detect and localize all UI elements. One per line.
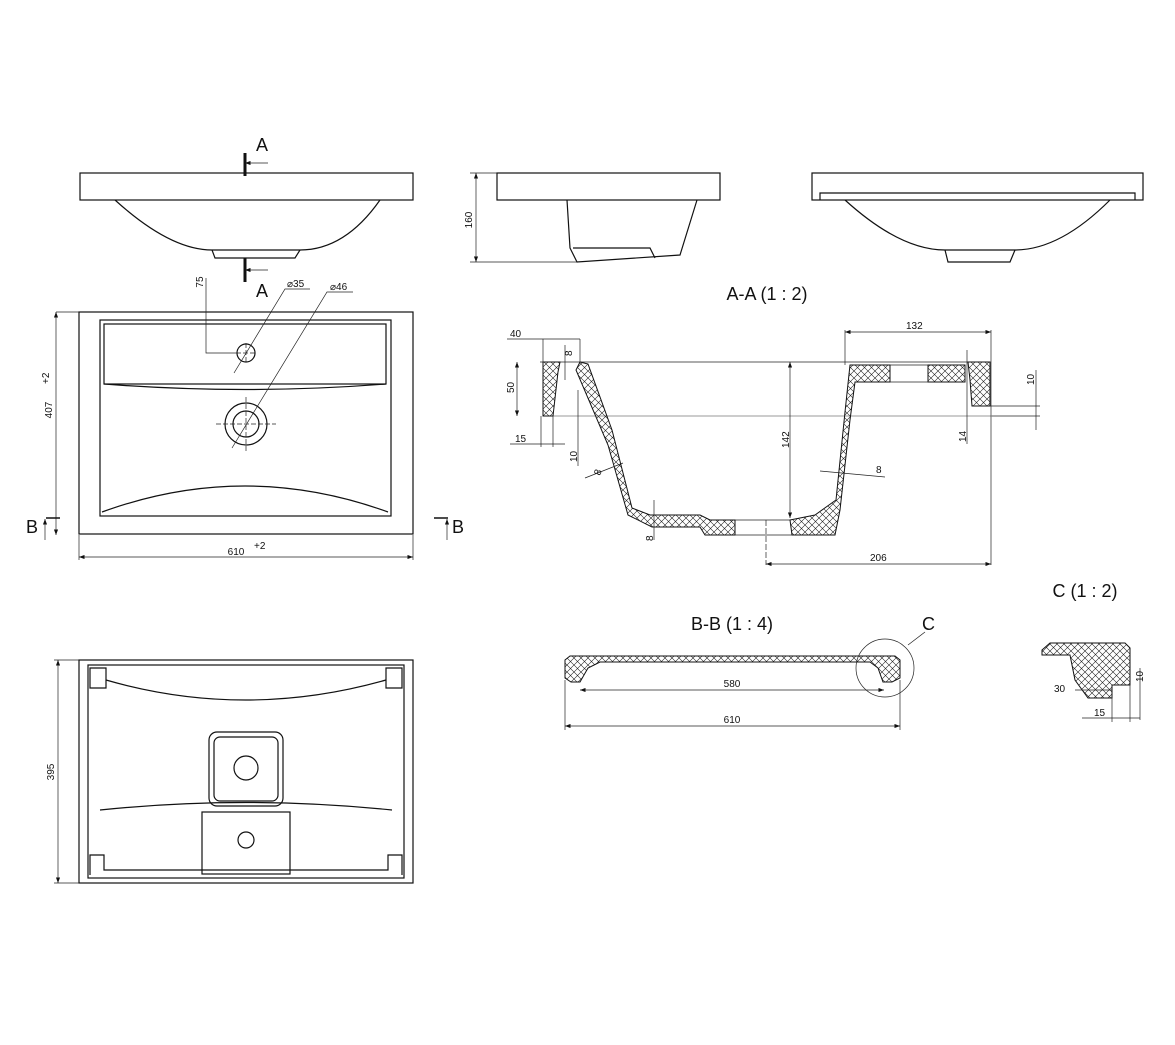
dim-14: 14 [958, 430, 969, 442]
section-mark-b-right: B [452, 517, 464, 537]
dim-c-15: 15 [1094, 708, 1106, 719]
plan-view: 75 ⌀35 ⌀46 407 +2 610 +2 B B [26, 276, 464, 560]
dim-depth-407: 407 [44, 401, 55, 418]
section-mark-a-top: A [256, 135, 268, 155]
dim-10-left: 10 [569, 450, 580, 462]
dim-206: 206 [870, 553, 887, 564]
dim-c-10: 10 [1135, 670, 1146, 682]
dim-width-tolerance: +2 [254, 541, 266, 552]
front-view: A A [79, 135, 414, 301]
dim-tap-offset-75: 75 [195, 276, 206, 288]
section-bb: B-B (1 : 4) C 580 610 [564, 614, 935, 730]
dim-tap-hole-35: ⌀35 [287, 279, 305, 290]
dim-drain-hole-46: ⌀46 [330, 282, 348, 293]
dim-8-wall-right: 8 [876, 465, 882, 476]
dim-15: 15 [515, 434, 527, 445]
dim-bottom-395: 395 [46, 763, 57, 780]
dim-height-160: 160 [464, 211, 475, 228]
detail-c-title: C (1 : 2) [1052, 581, 1117, 601]
section-bb-title: B-B (1 : 4) [691, 614, 773, 634]
dim-8-wall-left: 8 [592, 468, 604, 477]
dim-8-bottom: 8 [645, 535, 656, 541]
section-aa: A-A (1 : 2) 40 8 50 15 10 8 142 8 132 10 [506, 284, 1040, 567]
section-mark-b-left: B [26, 517, 38, 537]
dim-bb-610: 610 [724, 715, 741, 726]
side-view: 160 [464, 172, 721, 263]
detail-c: C (1 : 2) 30 15 10 [1041, 581, 1146, 722]
dim-50: 50 [506, 381, 517, 393]
dim-depth-tolerance: +2 [41, 372, 52, 384]
detail-mark-c: C [922, 614, 935, 634]
dim-142: 142 [781, 431, 792, 448]
section-mark-a-bottom: A [256, 281, 268, 301]
dim-8-top: 8 [564, 350, 575, 356]
dim-10-right: 10 [1026, 373, 1037, 385]
dim-width-610: 610 [228, 547, 245, 558]
dim-c-30: 30 [1054, 684, 1066, 695]
rear-view [811, 172, 1144, 263]
dim-40: 40 [510, 329, 522, 340]
bottom-view: 395 [46, 659, 414, 884]
dim-bb-580: 580 [724, 679, 741, 690]
dim-132: 132 [906, 321, 923, 332]
section-aa-title: A-A (1 : 2) [726, 284, 807, 304]
